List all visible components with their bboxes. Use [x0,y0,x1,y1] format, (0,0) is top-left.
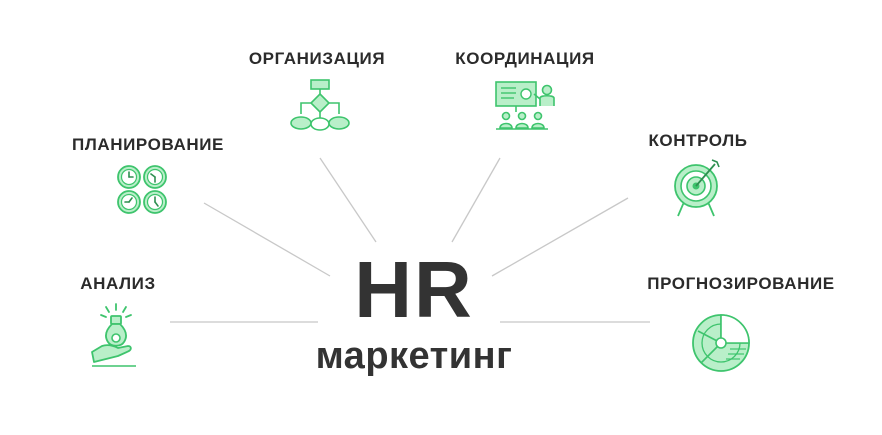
lightbulb-hand-icon [91,303,136,367]
flowchart-icon [290,79,350,131]
label-forecasting: ПРОГНОЗИРОВАНИЕ [647,274,835,293]
connector-organization [319,157,377,243]
connector-planning [203,202,331,277]
connector-coordination [451,157,501,243]
label-organization: ОРГАНИЗАЦИЯ [248,49,386,68]
pie-chart-icon [692,314,750,372]
target-icon [674,159,720,217]
label-planning: ПЛАНИРОВАНИЕ [72,135,224,154]
label-coordination: КООРДИНАЦИЯ [455,49,595,68]
center-subtitle: маркетинг [315,335,513,377]
label-control: КОНТРОЛЬ [648,131,748,150]
presentation-icon [495,81,555,130]
center-title: HR [354,245,474,334]
label-analysis: АНАЛИЗ [80,274,156,293]
clocks-grid-icon [117,165,167,214]
connector-control [491,197,629,277]
